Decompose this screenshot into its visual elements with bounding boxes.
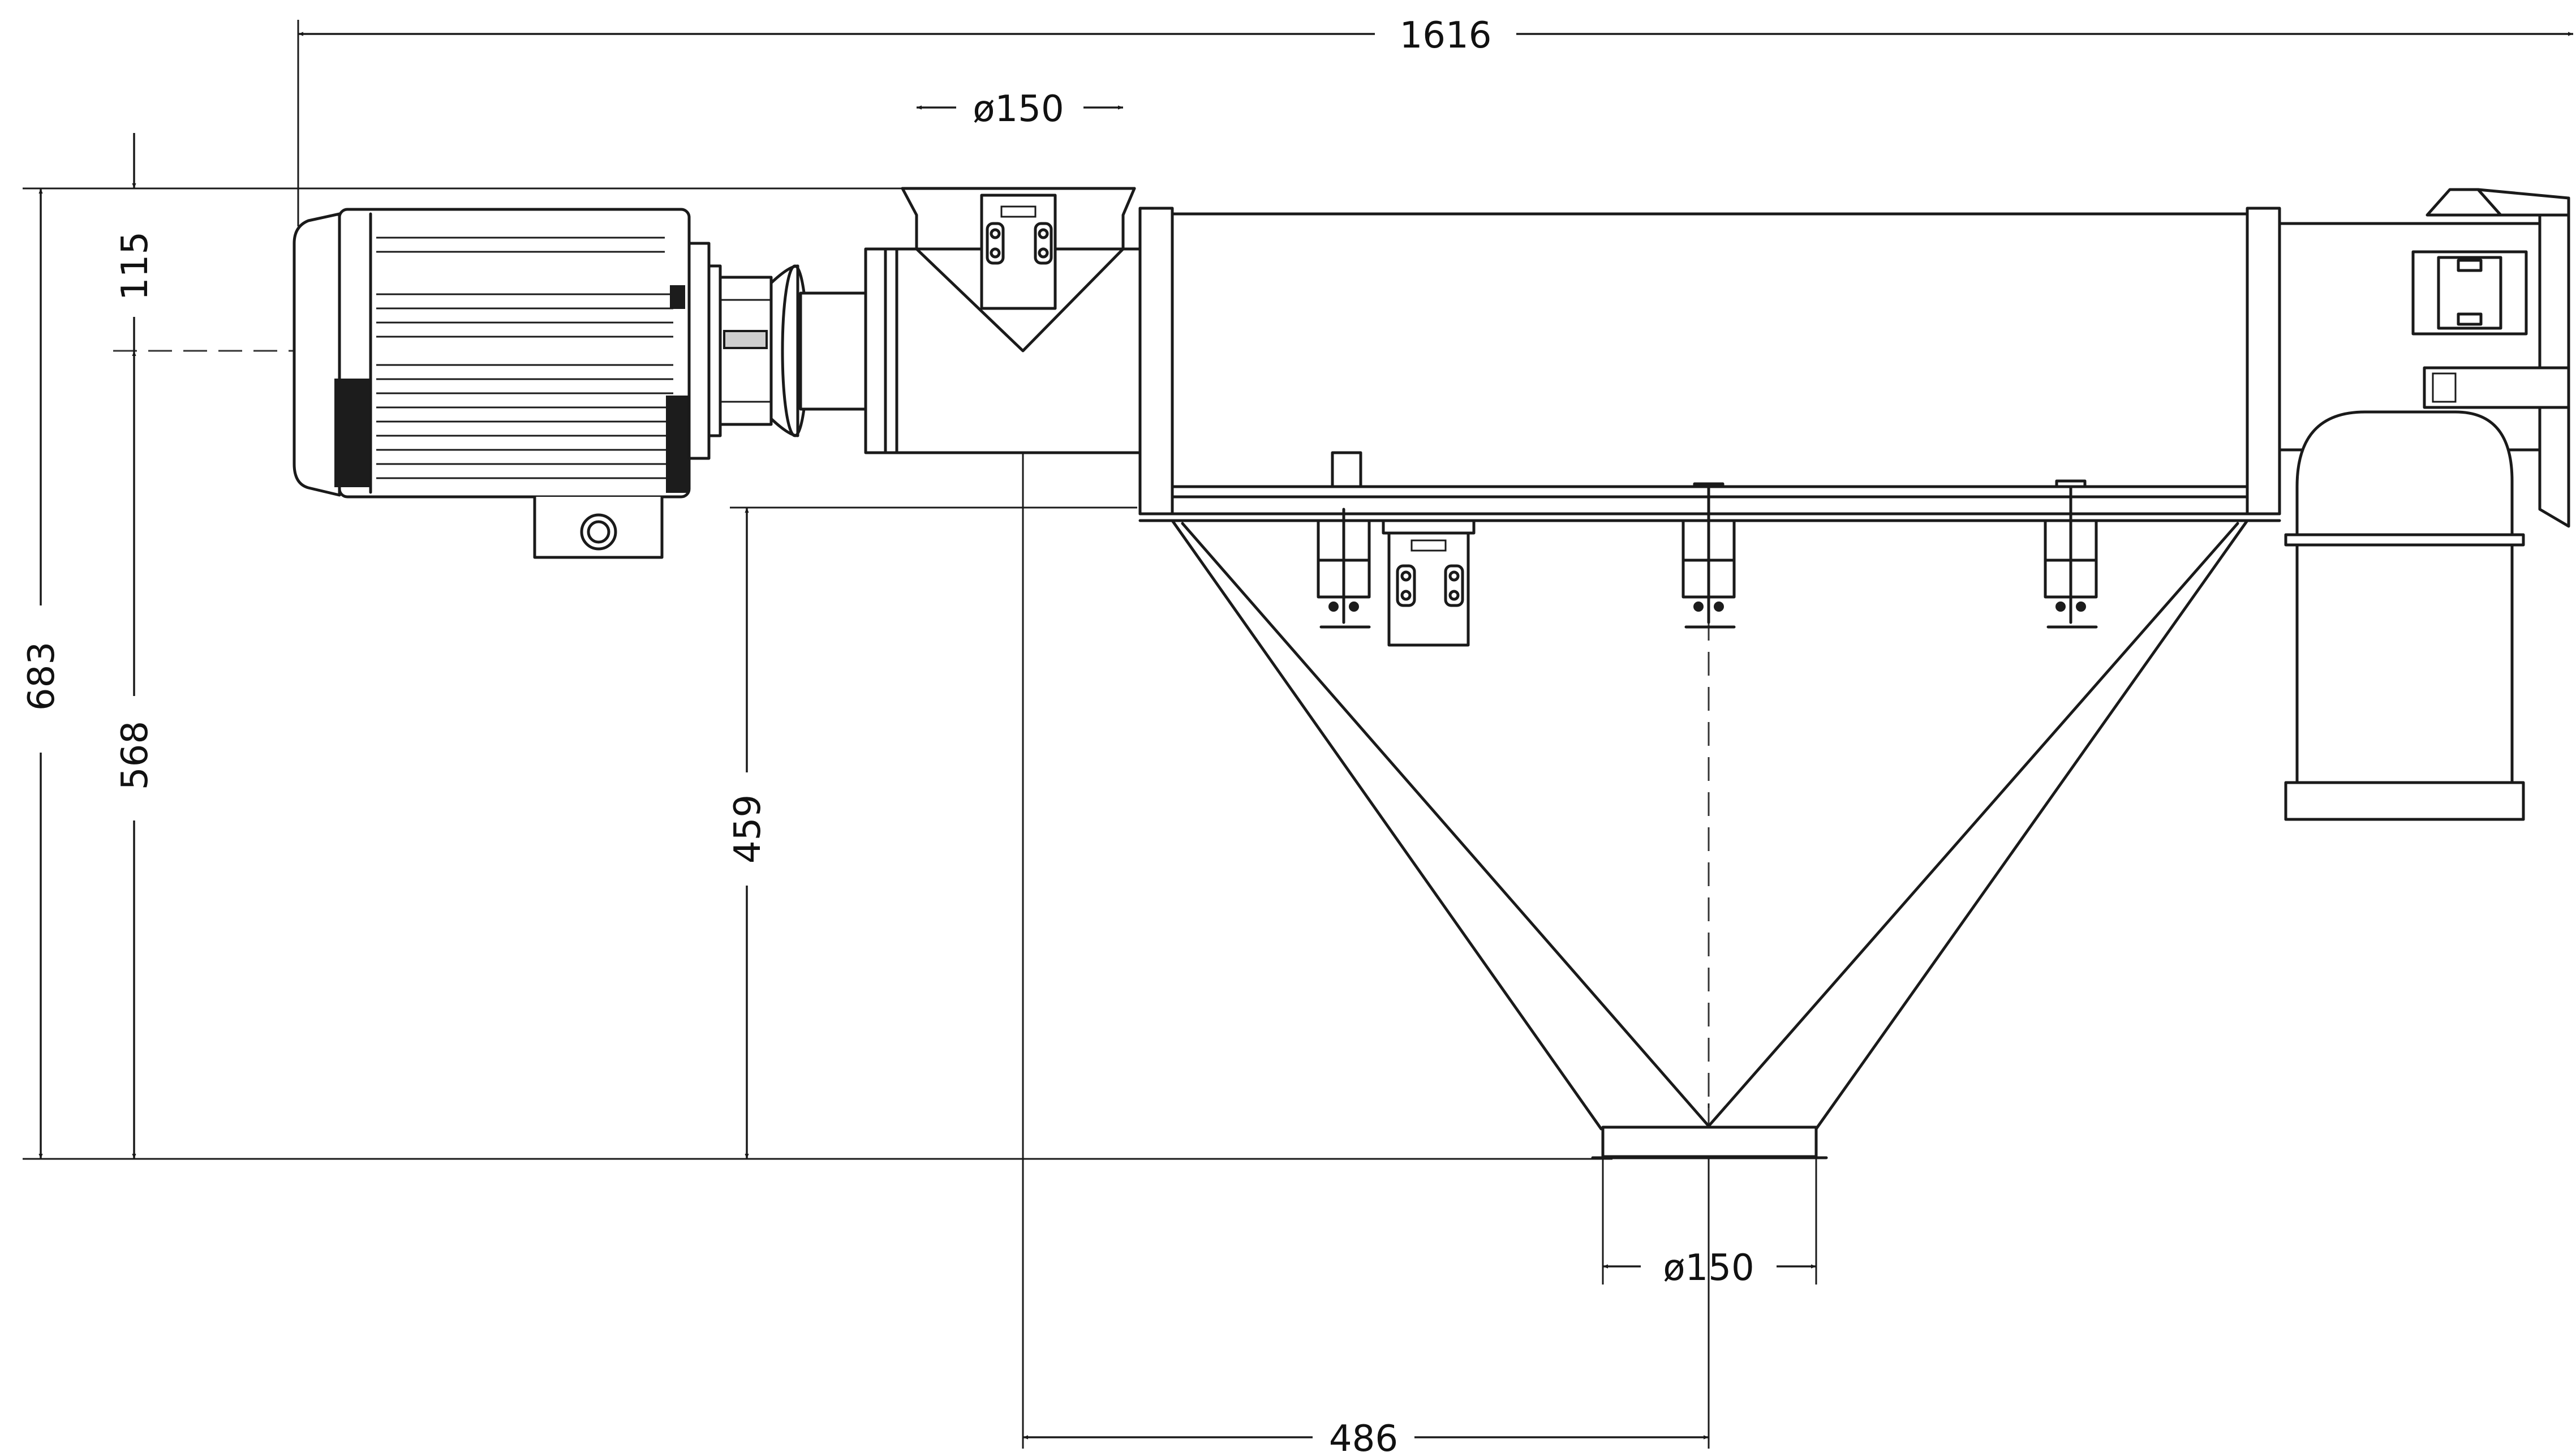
- support-bracket-3: [2044, 479, 2098, 629]
- dim-label-1616: 1616: [1400, 15, 1492, 57]
- terminal-box: [533, 497, 664, 559]
- dimension-total-height: 683: [21, 188, 63, 1159]
- outlet-clamp-handle: [2423, 366, 2570, 409]
- inlet-housing: [884, 187, 1142, 454]
- dimension-axis-height: 568: [114, 351, 156, 1159]
- oversize-drop-spout: [2284, 410, 2525, 821]
- motor-cooling-fins: [376, 237, 673, 479]
- dimension-overall-length: 1616: [298, 15, 2573, 57]
- dimension-inlet-height: 115: [114, 133, 156, 351]
- collecting-hopper: [1171, 519, 2249, 1159]
- reference-lines: [23, 20, 1817, 1449]
- motor-coupling: [687, 242, 887, 460]
- dimension-inlet-to-outlet: 486: [1023, 1418, 1709, 1452]
- dim-label-568: 568: [114, 721, 156, 790]
- support-bracket-1: [1317, 451, 1371, 629]
- dim-label-115: 115: [114, 231, 156, 300]
- drive-motor: [293, 208, 887, 559]
- dimension-outlet-diameter: ø150: [1603, 1247, 1816, 1289]
- dimension-lower-height: 459: [727, 508, 769, 1159]
- dim-label-459: 459: [727, 794, 769, 864]
- oversize-outlet: [2278, 188, 2570, 821]
- dimension-inlet-diameter: ø150: [917, 88, 1123, 130]
- inlet-mounting-plate: [980, 194, 1057, 310]
- main-trough: [1138, 207, 2281, 522]
- dim-label-outlet-diameter: ø150: [1663, 1247, 1754, 1289]
- outlet-mounting-plate: [2411, 250, 2528, 336]
- dim-label-486: 486: [1329, 1418, 1398, 1452]
- support-brackets: [1317, 451, 2098, 647]
- dim-label-683: 683: [21, 642, 63, 711]
- support-bracket-2: [1682, 482, 1736, 629]
- lower-mounting-plate: [1382, 519, 1476, 647]
- dim-label-inlet-diameter: ø150: [973, 88, 1064, 130]
